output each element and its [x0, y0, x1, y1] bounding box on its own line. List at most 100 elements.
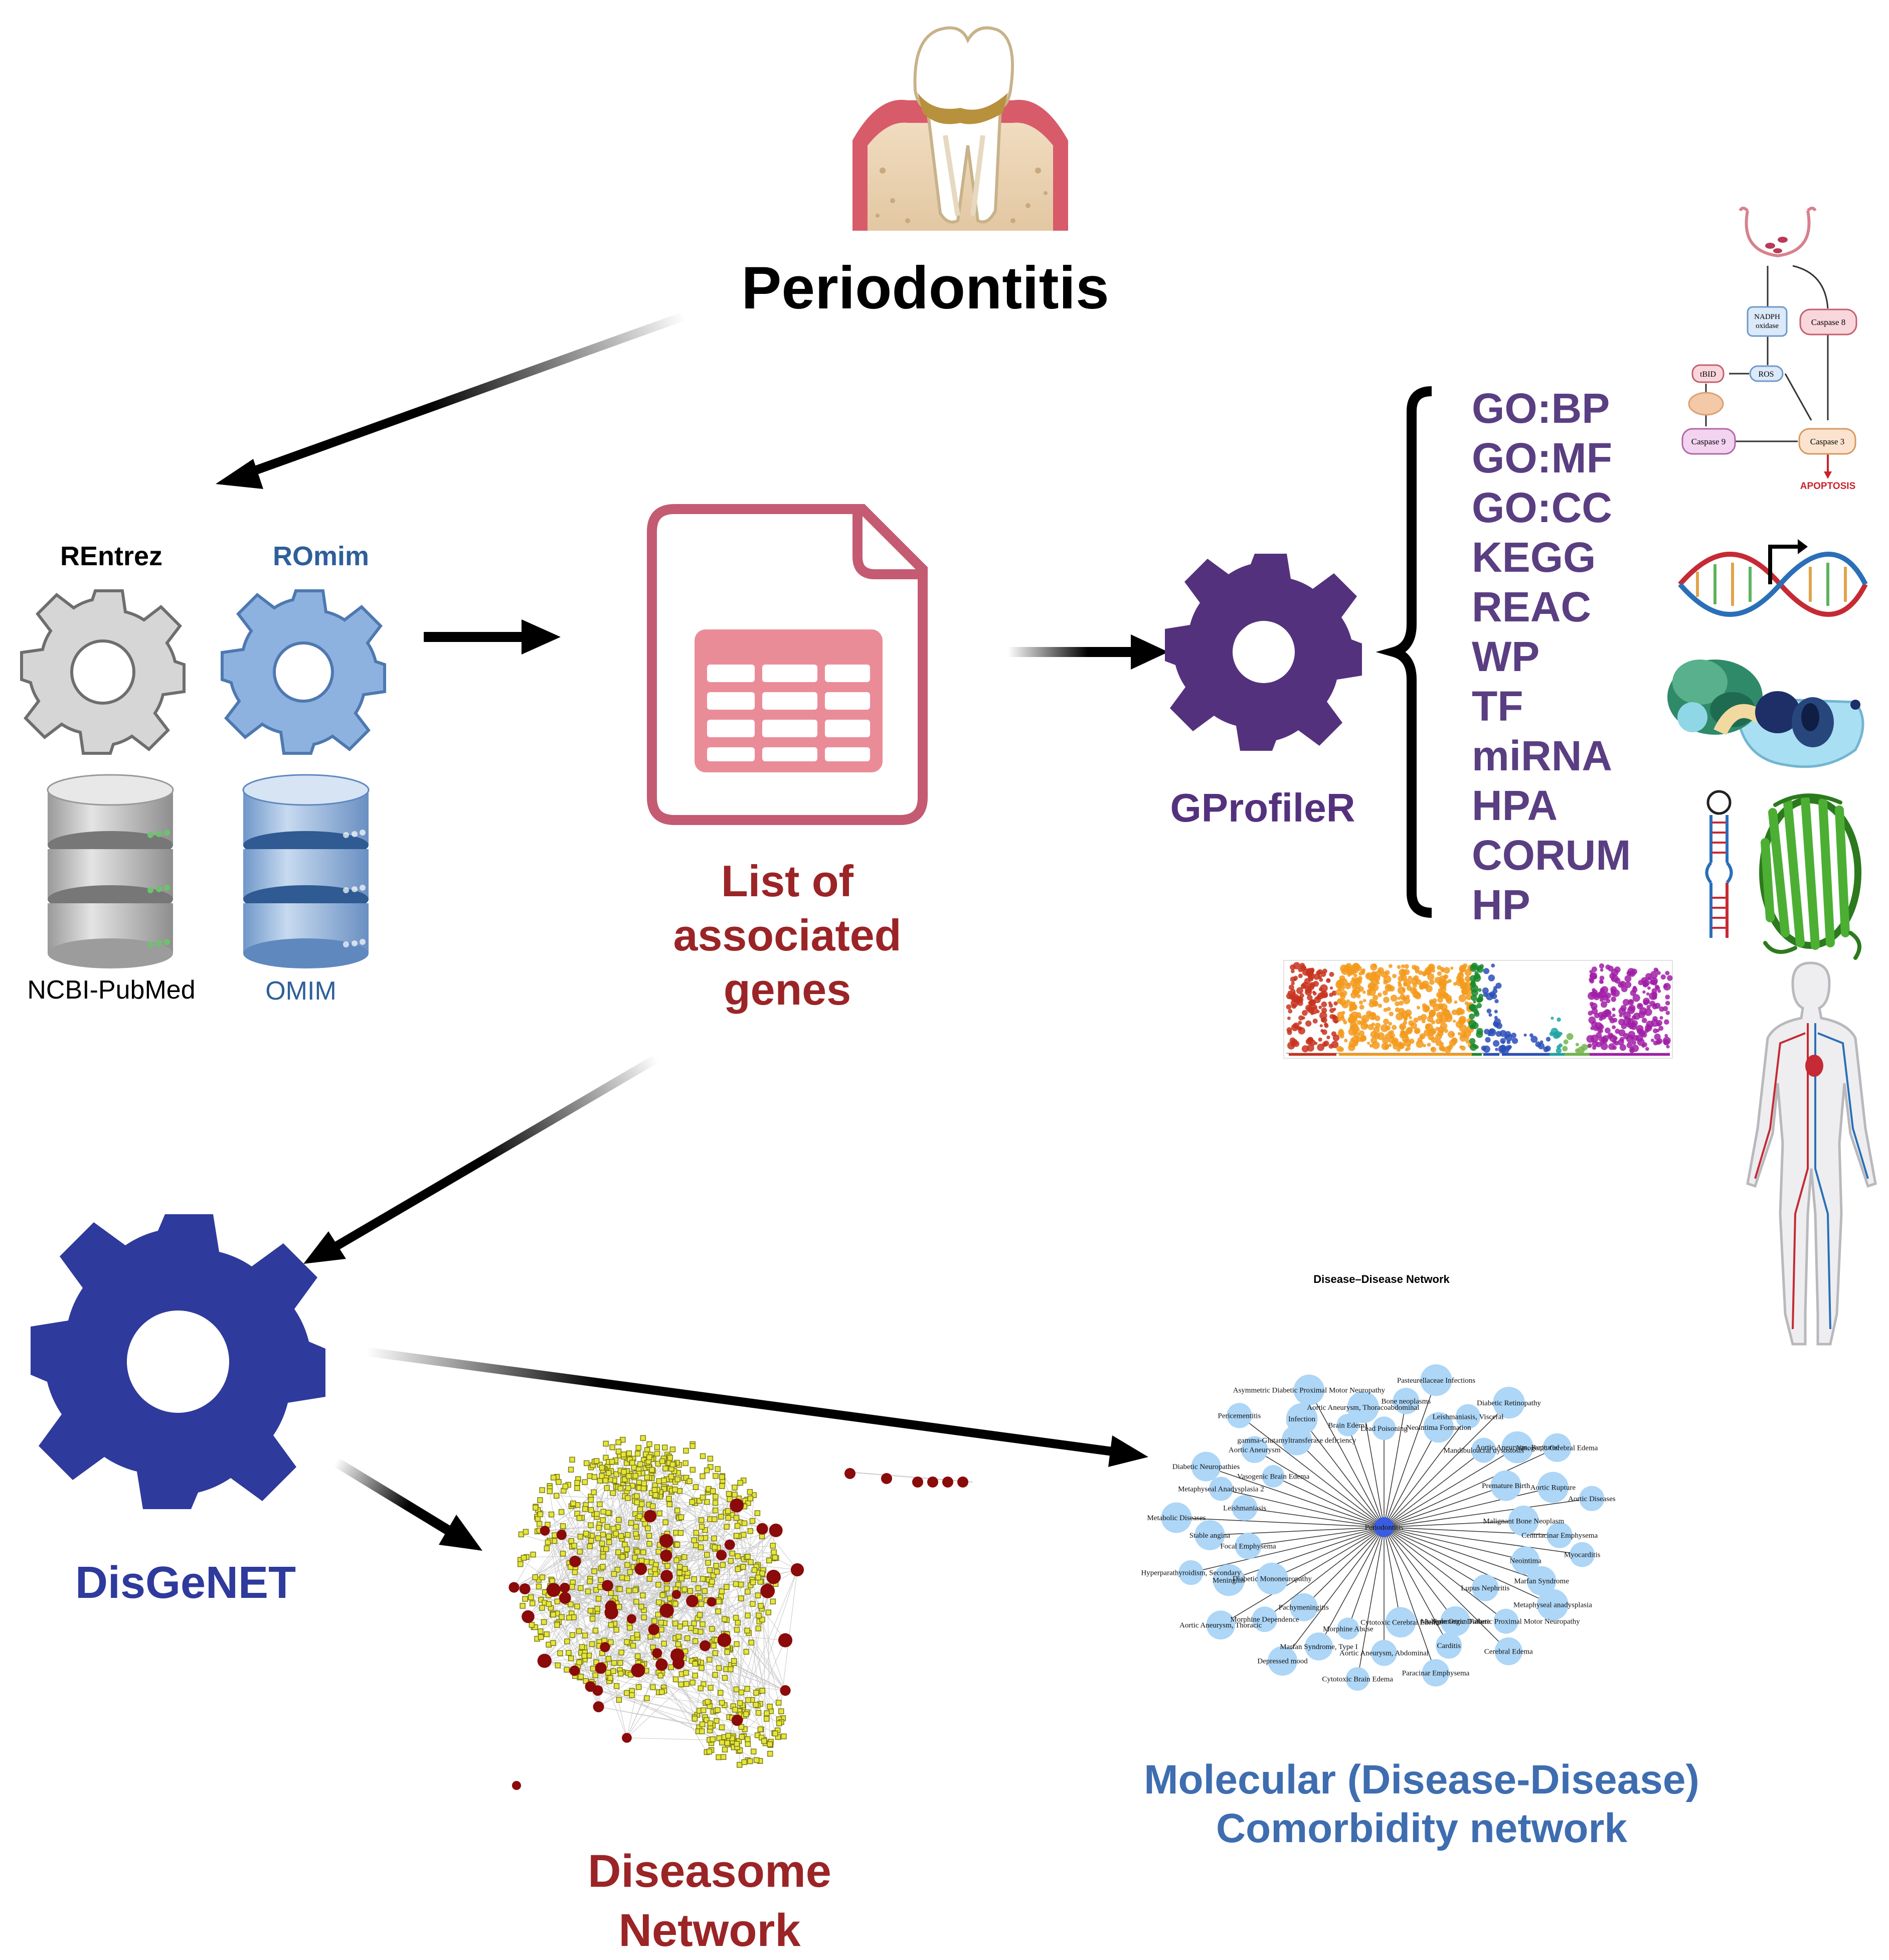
- diseasome-gene-node: [532, 1574, 539, 1580]
- diseasome-gene-node: [725, 1732, 732, 1739]
- manhattan-point: [1328, 1001, 1332, 1005]
- diseasome-disease-node: [927, 1477, 938, 1488]
- diseasome-disease-node: [756, 1523, 768, 1535]
- diseasome-gene-node: [772, 1730, 778, 1737]
- diseasome-gene-node: [699, 1728, 705, 1734]
- comorbidity-disease-label: Depressed mood: [1257, 1658, 1308, 1666]
- comorbidity-disease-node: [1420, 1364, 1452, 1396]
- manhattan-point: [1352, 1002, 1356, 1005]
- diseasome-network-icon: [508, 1435, 973, 1790]
- diseasome-edge: [736, 1505, 767, 1714]
- manhattan-point: [1645, 973, 1652, 980]
- comorbidity-disease-label: Aortic Rupture: [1530, 1484, 1576, 1492]
- manhattan-point: [1403, 982, 1408, 987]
- manhattan-point: [1612, 1039, 1617, 1044]
- manhattan-point: [1390, 1030, 1394, 1035]
- manhattan-point: [1469, 1013, 1475, 1020]
- manhattan-point: [1286, 1004, 1292, 1010]
- diseasome-gene-node: [693, 1542, 699, 1548]
- comorbidity-disease-label: Leishmaniasis: [1223, 1505, 1266, 1513]
- diseasome-edge: [585, 1601, 712, 1636]
- diseasome-gene-node: [672, 1620, 678, 1626]
- comorbidity-plot-title: Disease–Disease Network: [1313, 1273, 1450, 1285]
- diseasome-gene-node: [720, 1562, 726, 1568]
- diseasome-gene-node: [643, 1559, 650, 1565]
- comorbidity-disease-label: Pericementitis: [1218, 1412, 1261, 1420]
- manhattan-point: [1438, 988, 1443, 993]
- diseasome-gene-node: [605, 1656, 612, 1662]
- diseasome-gene-node: [552, 1532, 558, 1538]
- diseasome-disease-node: [519, 1583, 531, 1594]
- manhattan-point: [1632, 987, 1638, 993]
- manhattan-point: [1469, 975, 1477, 982]
- diseasome-gene-node: [672, 1676, 679, 1683]
- diseasome-gene-node: [711, 1535, 717, 1542]
- manhattan-point: [1341, 1001, 1349, 1009]
- diseasome-gene-node: [722, 1675, 728, 1681]
- diseasome-gene-node: [652, 1566, 658, 1572]
- diseasome-disease-node: [569, 1665, 580, 1676]
- manhattan-point: [1381, 1042, 1389, 1050]
- manhattan-point: [1335, 989, 1342, 996]
- manhattan-point: [1313, 981, 1319, 987]
- diseasome-gene-node: [610, 1668, 616, 1674]
- manhattan-point: [1440, 1003, 1448, 1011]
- manhattan-point: [1319, 977, 1323, 982]
- manhattan-point: [1437, 971, 1442, 976]
- diseasome-gene-node: [721, 1616, 728, 1622]
- manhattan-point: [1358, 1015, 1362, 1019]
- manhattan-point: [1432, 998, 1437, 1004]
- diseasome-gene-node: [710, 1572, 717, 1578]
- diseasome-gene-node: [698, 1535, 704, 1541]
- diseasome-gene-node: [713, 1563, 720, 1569]
- diseasome-disease-node: [912, 1477, 923, 1488]
- diseasome-gene-node: [578, 1585, 584, 1591]
- diseasome-gene-node: [748, 1559, 754, 1565]
- manhattan-point: [1305, 989, 1312, 996]
- diseasome-gene-node: [750, 1748, 757, 1755]
- diseasome-gene-node: [739, 1734, 745, 1740]
- manhattan-point: [1657, 989, 1661, 993]
- diseasome-disease-node: [512, 1781, 521, 1790]
- manhattan-point: [1439, 975, 1447, 984]
- comorbidity-disease-label: Focal Emphysema: [1220, 1542, 1276, 1550]
- diseasome-gene-node: [698, 1685, 704, 1692]
- diseasome-gene-node: [633, 1524, 639, 1530]
- diseasome-disease-node: [537, 1654, 552, 1668]
- manhattan-point: [1651, 994, 1657, 1000]
- diseasome-gene-node: [626, 1473, 632, 1479]
- comorbidity-disease-node: [1227, 1403, 1252, 1428]
- diseasome-gene-node: [614, 1566, 621, 1573]
- diseasome-gene-node: [756, 1612, 762, 1618]
- manhattan-point: [1322, 968, 1327, 974]
- diseasome-gene-node: [733, 1581, 739, 1587]
- manhattan-point: [1409, 1016, 1412, 1020]
- diseasome-gene-node: [569, 1632, 576, 1638]
- manhattan-point: [1355, 977, 1362, 985]
- manhattan-point: [1631, 1044, 1639, 1052]
- manhattan-point: [1646, 1021, 1654, 1029]
- diseasome-gene-node: [664, 1563, 670, 1569]
- comorbidity-disease-label: Mandibuloacral dysostosis: [1443, 1447, 1524, 1455]
- manhattan-point: [1485, 1037, 1491, 1043]
- manhattan-point: [1420, 1035, 1424, 1039]
- manhattan-point: [1650, 1038, 1654, 1042]
- category-go-mf: GO:MF: [1472, 434, 1612, 481]
- manhattan-point: [1566, 1033, 1574, 1040]
- diseasome-edge: [513, 1587, 734, 1662]
- diseasome-gene-node: [759, 1688, 766, 1694]
- diseasome-gene-node: [683, 1475, 690, 1481]
- diseasome-gene-node: [641, 1614, 647, 1620]
- manhattan-point: [1611, 996, 1617, 1002]
- diseasome-edge: [623, 1480, 667, 1611]
- comorbidity-disease-label: Metaphyseal anadysplasia: [1513, 1601, 1592, 1609]
- diseasome-edge: [525, 1488, 607, 1589]
- manhattan-point: [1488, 1013, 1492, 1017]
- manhattan-point: [1307, 1006, 1315, 1014]
- manhattan-point: [1476, 1028, 1483, 1035]
- diseasome-gene-node: [747, 1489, 753, 1495]
- manhattan-point: [1371, 1022, 1376, 1026]
- diseasome-gene-node: [632, 1555, 638, 1561]
- diseasome-gene-node: [755, 1625, 762, 1631]
- manhattan-point: [1312, 991, 1316, 994]
